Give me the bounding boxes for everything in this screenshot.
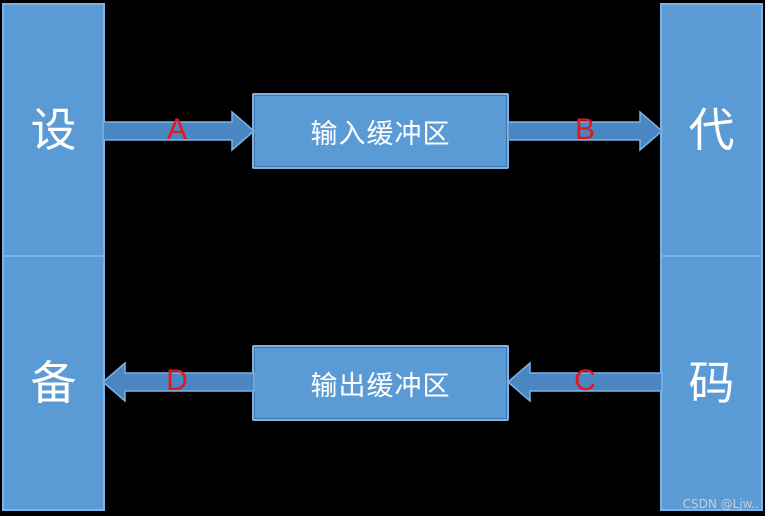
right-column-top-cell: 代 <box>660 3 763 257</box>
input-buffer-box: 输入缓冲区 <box>252 93 509 169</box>
edge-label-d: D <box>166 364 188 397</box>
edge-label-c: C <box>574 364 596 397</box>
left-column-bottom-cell: 备 <box>2 255 105 511</box>
edge-label-a: A <box>166 113 188 146</box>
watermark-text: CSDN @Ljw.. <box>682 497 759 511</box>
input-buffer-label: 输入缓冲区 <box>310 118 451 150</box>
right-column-bottom-char: 码 <box>688 356 735 410</box>
output-buffer-box: 输出缓冲区 <box>252 345 509 421</box>
arrow-c-icon <box>506 361 663 403</box>
right-column-top-char: 代 <box>688 103 735 157</box>
edge-label-b: B <box>574 113 596 146</box>
left-column-top-cell: 设 <box>2 3 105 257</box>
output-buffer-label: 输出缓冲区 <box>310 370 451 402</box>
arrow-b-icon <box>507 110 664 152</box>
arrow-d-icon <box>101 361 255 403</box>
arrow-a-icon <box>102 110 256 152</box>
left-column-bottom-char: 备 <box>30 356 77 410</box>
left-column-top-char: 设 <box>30 103 77 157</box>
